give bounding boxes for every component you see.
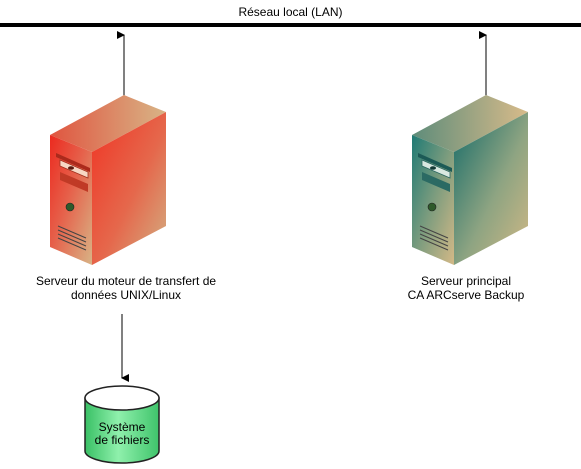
lan-label: Réseau local (LAN) [238,5,343,19]
main-server-label-line2: CA ARCserve Backup [407,288,525,302]
filesystem-label: Système de fichiers [82,421,162,447]
unix-server-label-line1: Serveur du moteur de transfert de [35,274,217,288]
main-server-icon [412,95,528,265]
main-server-label: Serveur principal CA ARCserve Backup [366,274,566,302]
filesystem-label-line1: Système [98,420,146,434]
main-server-label-line1: Serveur principal [420,274,512,288]
filesystem-label-line2: de fichiers [94,433,150,447]
unix-server-icon [50,95,166,265]
unix-server-label: Serveur du moteur de transfert de donnée… [16,274,236,302]
filesystem-cylinder-icon [84,385,160,464]
unix-server-label-line2: données UNIX/Linux [70,288,182,302]
